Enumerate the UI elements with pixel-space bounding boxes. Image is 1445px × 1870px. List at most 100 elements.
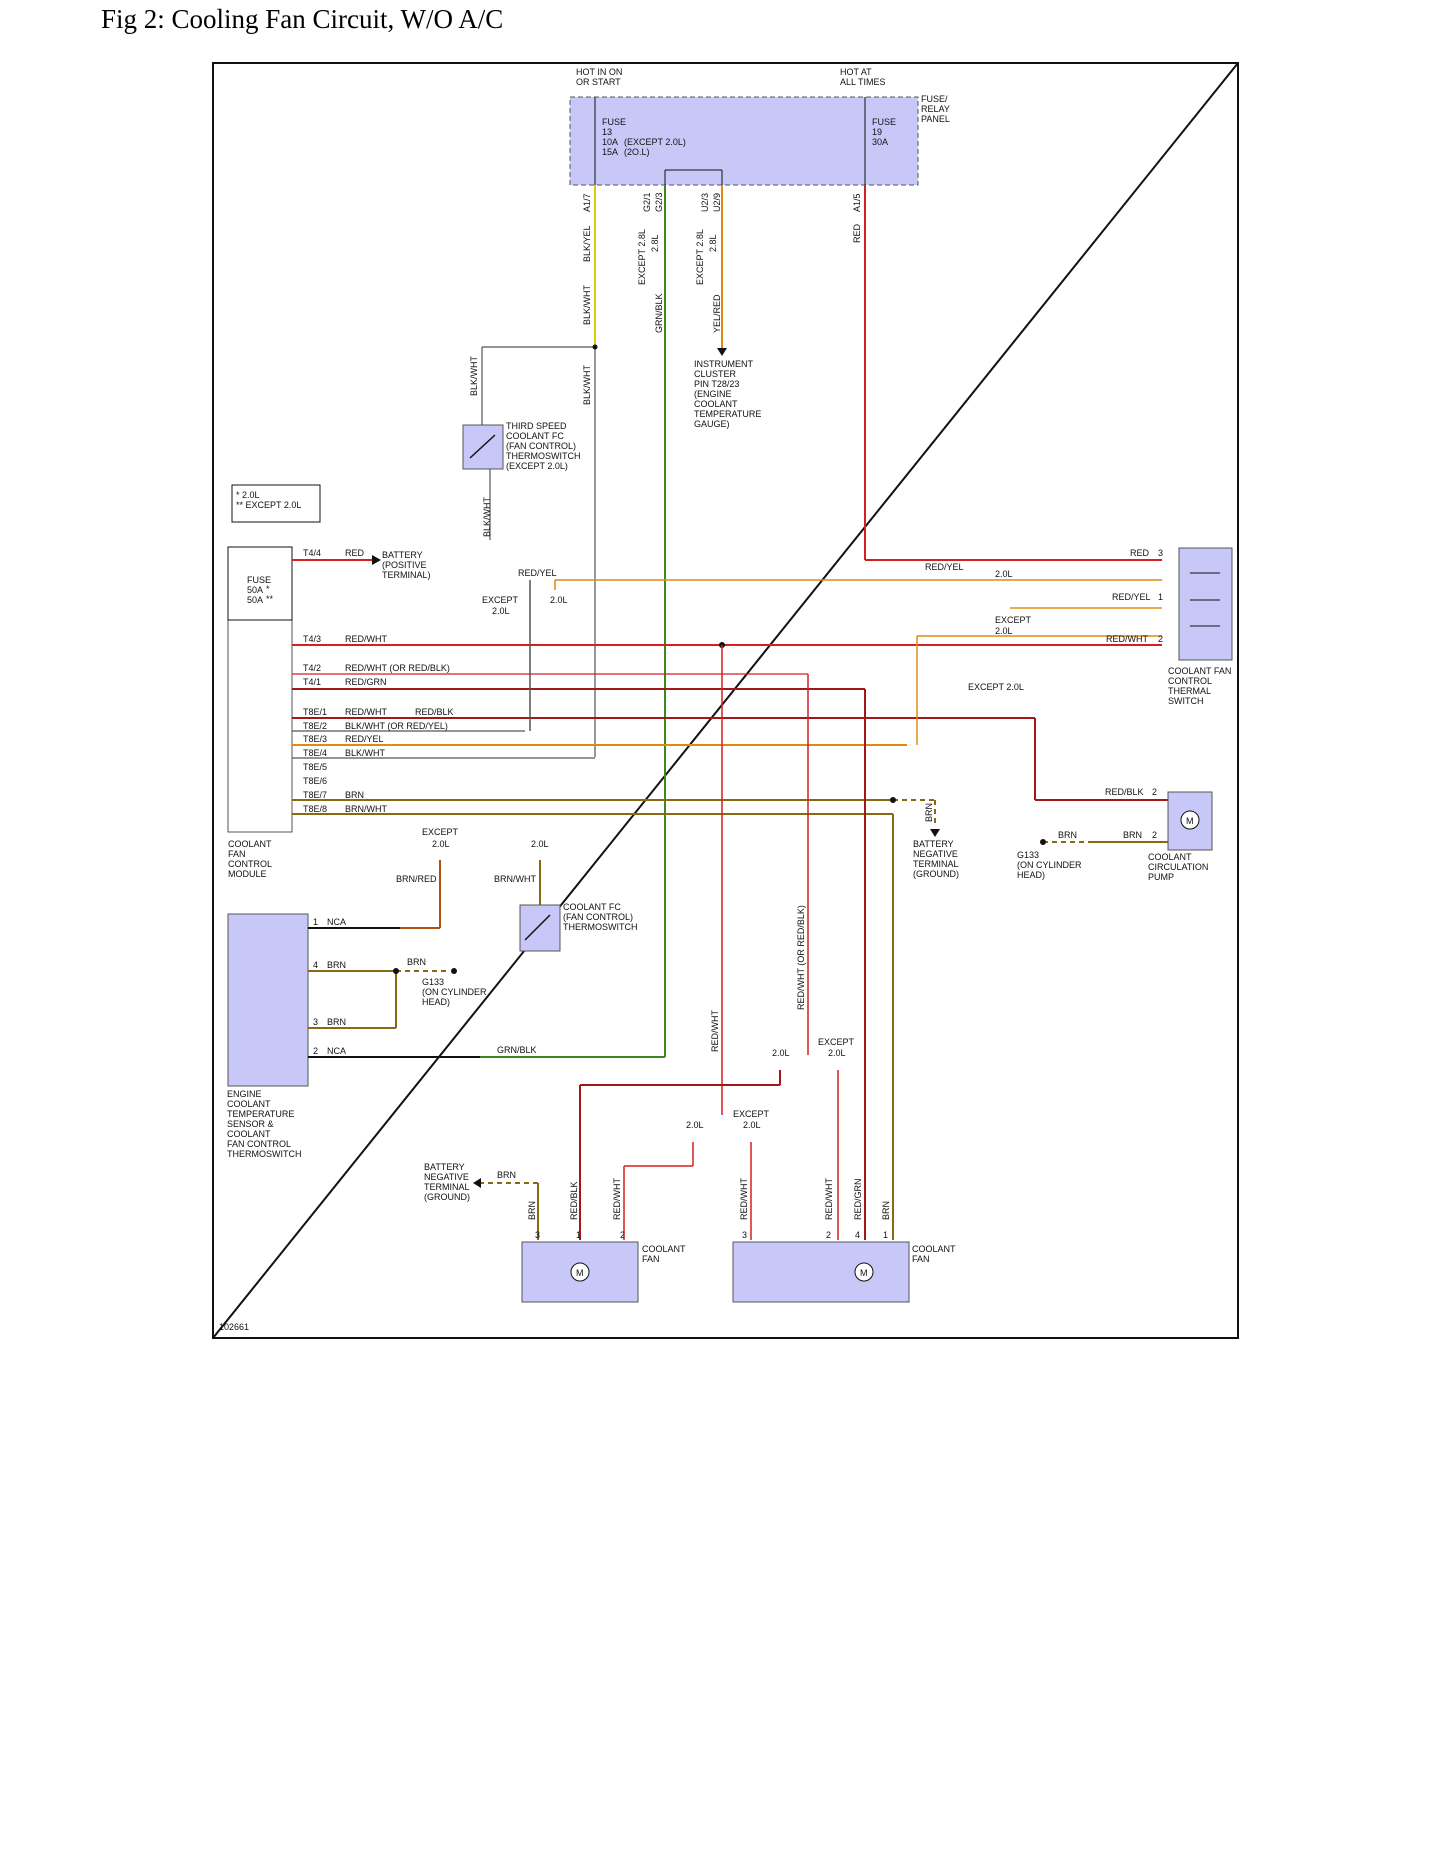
- pump-pin-2a: 2: [1152, 787, 1157, 797]
- fc-thermoswitch-wires: [400, 860, 541, 929]
- except-label-4: EXCEPT: [818, 1037, 855, 1047]
- ect-pin-4: 4: [313, 960, 318, 970]
- pin-t8e-1: T8E/1: [303, 707, 327, 717]
- wire-brn-wht: BRN/WHT: [345, 804, 387, 814]
- legend-note: * 2.0L** EXCEPT 2.0L: [236, 490, 301, 510]
- splice-dot-ect: [393, 968, 399, 974]
- fan2-pin-4: 4: [855, 1230, 860, 1240]
- legend-box: [231, 484, 321, 523]
- pin-t8e-3: T8E/3: [303, 734, 327, 744]
- thermal-wire-red: RED: [1130, 548, 1150, 558]
- pin-t4-1: T4/1: [303, 677, 321, 687]
- thermal-pin-1: 1: [1158, 592, 1163, 602]
- diagonal-line: [212, 62, 1239, 1339]
- wire-red-grn: RED/GRN: [345, 677, 387, 687]
- thermal-pin-3: 3: [1158, 548, 1163, 558]
- thermal-red-yel-top: RED/YEL: [925, 562, 964, 572]
- fan1-pin-2: 2: [620, 1230, 625, 1240]
- variant-except-28-a: EXCEPT 2.8L: [637, 229, 647, 285]
- fan2-pin-1: 1: [883, 1230, 888, 1240]
- page-title: Fig 2: Cooling Fan Circuit, W/O A/C: [101, 4, 504, 34]
- fan1-wire-brn: BRN: [527, 1201, 537, 1220]
- battery-positive-arrow: [372, 555, 381, 565]
- top-pins: A1/7 G2/1 G2/3 U2/3 U2/9 A1/5 EXCEPT 2.8…: [582, 192, 862, 285]
- pin-a1-7: A1/7: [582, 193, 592, 212]
- pin-t8e-7: T8E/7: [303, 790, 327, 800]
- fan1-motor: [570, 1262, 590, 1282]
- ect-pin-3: 3: [313, 1017, 318, 1027]
- variant-28-b: 2.8L: [708, 234, 718, 252]
- wire-red-blk: RED/BLK: [415, 707, 454, 717]
- thermal-wire-red-yel: RED/YEL: [1112, 592, 1151, 602]
- third-speed-contact: [469, 434, 496, 459]
- pin-t8e-5: T8E/5: [303, 762, 327, 772]
- ect-wire-nca-1: NCA: [327, 917, 346, 927]
- pump-motor-label: M: [1186, 816, 1194, 826]
- red-yel-label: RED/YEL: [518, 568, 557, 578]
- ect-pin-2: 2: [313, 1046, 318, 1056]
- module-fuse-area: [227, 546, 293, 621]
- pump-motor: [1180, 810, 1200, 830]
- wire-blk-wht-3: BLK/WHT: [469, 355, 479, 396]
- two-liter-label-10: 2.0L: [686, 1120, 704, 1130]
- pin-t4-2: T4/2: [303, 663, 321, 673]
- pin-g2-3: G2/3: [654, 192, 664, 212]
- battery-neg-right-wire: BRN: [924, 803, 934, 822]
- middle-wire-red-wht: RED/WHT: [710, 1010, 720, 1052]
- except-label-1: EXCEPT: [482, 595, 519, 605]
- pin-t8e-6: T8E/6: [303, 776, 327, 786]
- splice-dot-top: [592, 344, 598, 350]
- pin-u2-9: U2/9: [712, 193, 722, 212]
- module-wires: [292, 559, 1162, 815]
- ect-wire-brn-1: BRN: [327, 960, 346, 970]
- fc-contact: [524, 914, 551, 941]
- wire-grn-blk: GRN/BLK: [654, 293, 664, 333]
- pin-u2-3: U2/3: [700, 193, 710, 212]
- thermal-wire-red-wht: RED/WHT: [1106, 634, 1148, 644]
- pump-wire-red-blk: RED/BLK: [1105, 787, 1144, 797]
- fan1-wire-red-wht: RED/WHT: [612, 1178, 622, 1220]
- wire-red-yel: RED/YEL: [345, 734, 384, 744]
- figure-id: 102661: [219, 1322, 249, 1332]
- pin-t4-4: T4/4: [303, 548, 321, 558]
- ect-grn-blk: GRN/BLK: [497, 1045, 537, 1055]
- variant-28-a: 2.8L: [650, 234, 660, 252]
- battery-neg-left-arrow: [473, 1178, 481, 1188]
- ground-right-wire: BRN: [1058, 830, 1077, 840]
- fan2-pin-2: 2: [826, 1230, 831, 1240]
- thermal-switch: [1178, 547, 1233, 661]
- two-liter-label-4: 2.0L: [995, 626, 1013, 636]
- fc-thermoswitch-label: COOLANT FC(FAN CONTROL)THERMOSWITCH: [563, 902, 638, 932]
- fuse-relay-panel: [569, 96, 919, 186]
- fan2-pin-3: 3: [742, 1230, 747, 1240]
- fan1-motor-label: M: [576, 1268, 584, 1278]
- wire-red: RED: [345, 548, 365, 558]
- ground-left-symbol: [451, 968, 457, 974]
- pin-g2-1: G2/1: [642, 192, 652, 212]
- fuse13-note: (EXCEPT 2.0L)(2O.L): [624, 137, 686, 157]
- wire-blk-wht: BLK/WHT: [345, 748, 386, 758]
- wire-brn: BRN: [345, 790, 364, 800]
- pin-t8e-4: T8E/4: [303, 748, 327, 758]
- except-label-5: EXCEPT: [733, 1109, 770, 1119]
- ect-wire-brn-2: BRN: [327, 1017, 346, 1027]
- wire-blk-wht-1: BLK/WHT: [582, 284, 592, 325]
- two-liter-label-7: 2.0L: [828, 1048, 846, 1058]
- two-liter-label-8: 2.0L: [772, 1048, 790, 1058]
- module-fuse-marks: ***: [266, 584, 274, 604]
- fan2-motor-label: M: [860, 1268, 868, 1278]
- battery-neg-right-arrow: [930, 829, 940, 837]
